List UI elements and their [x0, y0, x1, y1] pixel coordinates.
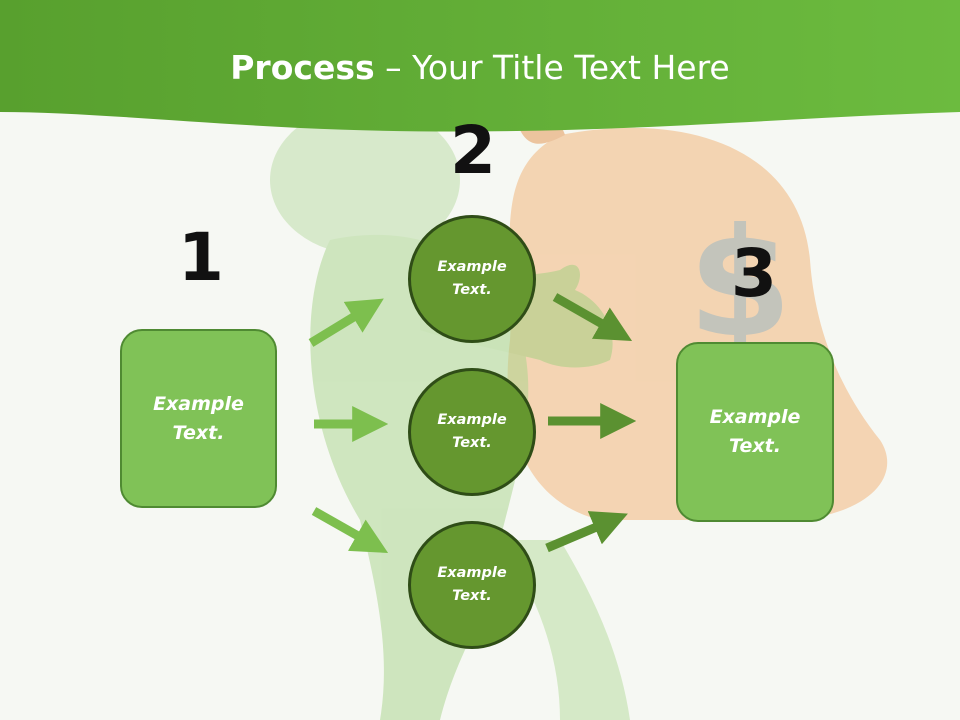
circle-middle-text: Example Text.	[437, 412, 507, 451]
step-3-box-text: Example Text.	[709, 406, 801, 457]
step-3-box: Example Text.	[676, 342, 834, 522]
arrow-bottom-to-right	[545, 511, 628, 553]
header-band	[0, 0, 960, 132]
title-bold: Process	[230, 48, 375, 87]
arrow-left-to-top	[308, 298, 384, 347]
step-2-circle-top: Example Text.	[408, 215, 536, 343]
arrow-top-to-right	[552, 293, 633, 342]
arrow-left-to-bottom	[311, 507, 389, 553]
circle-top-text: Example Text.	[437, 259, 507, 298]
page-title: Process – Your Title Text Here	[0, 48, 960, 87]
circle-bottom-text: Example Text.	[437, 565, 507, 604]
step-2-circle-bottom: Example Text.	[408, 521, 536, 649]
step-number-2: 2	[450, 112, 496, 189]
step-number-1: 1	[178, 219, 224, 296]
step-1-box-text: Example Text.	[153, 392, 244, 444]
step-number-3: 3	[731, 235, 777, 312]
title-rest: – Your Title Text Here	[374, 48, 730, 87]
step-1-box: Example Text.	[120, 329, 277, 508]
step-2-circle-middle: Example Text.	[408, 368, 536, 496]
